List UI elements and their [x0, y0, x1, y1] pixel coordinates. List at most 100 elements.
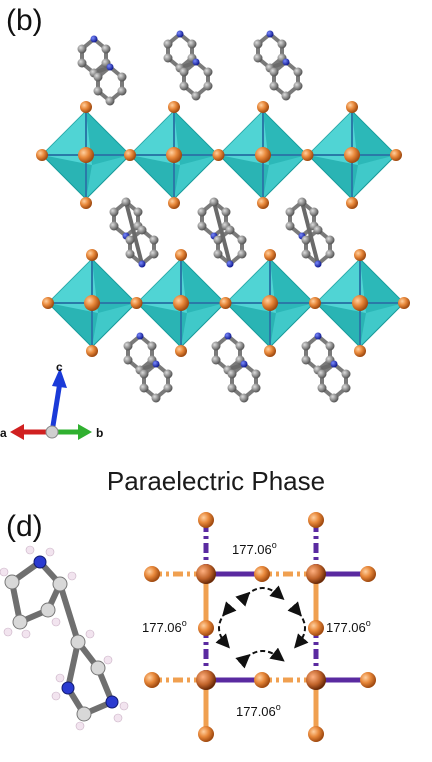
carbon-atom: [163, 383, 173, 393]
crystal-structure-figure: c a b: [0, 30, 410, 440]
halide-atom: [168, 101, 180, 113]
carbon-atom: [137, 225, 147, 235]
metal-atom: [262, 295, 278, 311]
carbon-atom: [77, 58, 87, 68]
carbon-atom: [325, 249, 335, 259]
nitrogen-atom: [314, 260, 322, 268]
carbon-atom: [277, 39, 287, 49]
carbon-atom: [253, 53, 263, 63]
carbon-atom: [269, 81, 279, 91]
carbon-atom: [317, 383, 327, 393]
metal-atom: [78, 147, 94, 163]
halide-atom: [346, 197, 358, 209]
angle-label-left: 177.06o: [142, 618, 187, 635]
hydrogen-atom: [103, 655, 113, 665]
halide-atom: [86, 345, 98, 357]
carbon-atom: [227, 369, 237, 379]
carbon-atom: [251, 383, 261, 393]
carbon-atom: [325, 235, 335, 245]
axis-label-c: c: [56, 360, 63, 374]
carbon-atom: [211, 355, 221, 365]
hydrogen-atom: [119, 701, 129, 711]
carbon-atom: [281, 91, 291, 101]
hydrogen-atom: [25, 545, 35, 555]
organic-cation-molecule: [0, 545, 129, 731]
nitrogen-atom: [61, 681, 75, 695]
carbon-atom: [4, 574, 20, 590]
carbon-atom: [211, 341, 221, 351]
nitrogen-atom: [106, 63, 114, 71]
carbon-atom: [253, 39, 263, 49]
carbon-atom: [341, 369, 351, 379]
carbon-atom: [179, 81, 189, 91]
metal-atom: [173, 295, 189, 311]
halide-atom: [86, 249, 98, 261]
carbon-atom: [109, 207, 119, 217]
carbon-atom: [179, 67, 189, 77]
organic-cations: [77, 30, 351, 403]
hydrogen-atom: [75, 721, 85, 731]
nitrogen-atom: [224, 332, 232, 340]
halide-atom: [264, 345, 276, 357]
nitrogen-atom: [240, 360, 248, 368]
nitrogen-atom: [136, 332, 144, 340]
carbon-atom: [269, 67, 279, 77]
carbon-atom: [225, 225, 235, 235]
carbon-atom: [93, 72, 103, 82]
carbon-atom: [139, 369, 149, 379]
axis-indicator: [10, 368, 92, 440]
phase-title: Paraelectric Phase: [106, 466, 326, 496]
carbon-atom: [90, 660, 106, 676]
carbon-atom: [301, 235, 311, 245]
carbon-atom: [52, 576, 68, 592]
carbon-atom: [123, 341, 133, 351]
halide-atoms: [144, 512, 376, 742]
halide-atom: [264, 249, 276, 261]
hydrogen-atom: [21, 629, 31, 639]
angle-label-bottom: 177.06o: [236, 702, 281, 719]
halide-atom: [80, 101, 92, 113]
carbon-atom: [125, 249, 135, 259]
carbon-atom: [209, 197, 219, 207]
carbon-atom: [77, 44, 87, 54]
metal-atoms: [196, 564, 326, 690]
carbon-atom: [163, 39, 173, 49]
carbon-atom: [105, 96, 115, 106]
halide-atom: [257, 101, 269, 113]
halide-atom: [168, 197, 180, 209]
carbon-atom: [93, 86, 103, 96]
carbon-atom: [293, 67, 303, 77]
carbon-atom: [70, 634, 86, 650]
halide-atom: [309, 297, 321, 309]
carbon-atom: [239, 393, 249, 403]
halide-atom: [354, 249, 366, 261]
halide-atom: [257, 197, 269, 209]
angle-arrows: [215, 585, 309, 669]
nitrogen-atom: [90, 35, 98, 43]
nitrogen-atom: [314, 332, 322, 340]
panel-label-b: (b): [6, 4, 43, 37]
hydrogen-atom: [0, 567, 9, 577]
carbon-atom: [117, 86, 127, 96]
carbon-atom: [329, 393, 339, 403]
carbon-atom: [251, 369, 261, 379]
lattice-angle-diagram: 177.06o 177.06o 177.06o 177.06o: [0, 512, 376, 742]
halide-atom: [398, 297, 410, 309]
carbon-atom: [297, 197, 307, 207]
hydrogen-atom: [51, 617, 61, 627]
hydrogen-atom: [55, 673, 65, 683]
halide-atom: [130, 297, 143, 309]
carbon-atom: [109, 221, 119, 231]
angle-label-right: 177.06o: [326, 618, 371, 635]
hydrogen-atom: [45, 547, 55, 557]
carbon-atom: [40, 602, 56, 618]
halide-atom: [219, 297, 232, 309]
nitrogen-atom: [105, 695, 119, 709]
carbon-atom: [235, 341, 245, 351]
carbon-atom: [213, 249, 223, 259]
carbon-atom: [191, 91, 201, 101]
carbon-atom: [149, 235, 159, 245]
carbon-atom: [139, 383, 149, 393]
hydrogen-atom: [67, 571, 77, 581]
carbon-atom: [325, 341, 335, 351]
